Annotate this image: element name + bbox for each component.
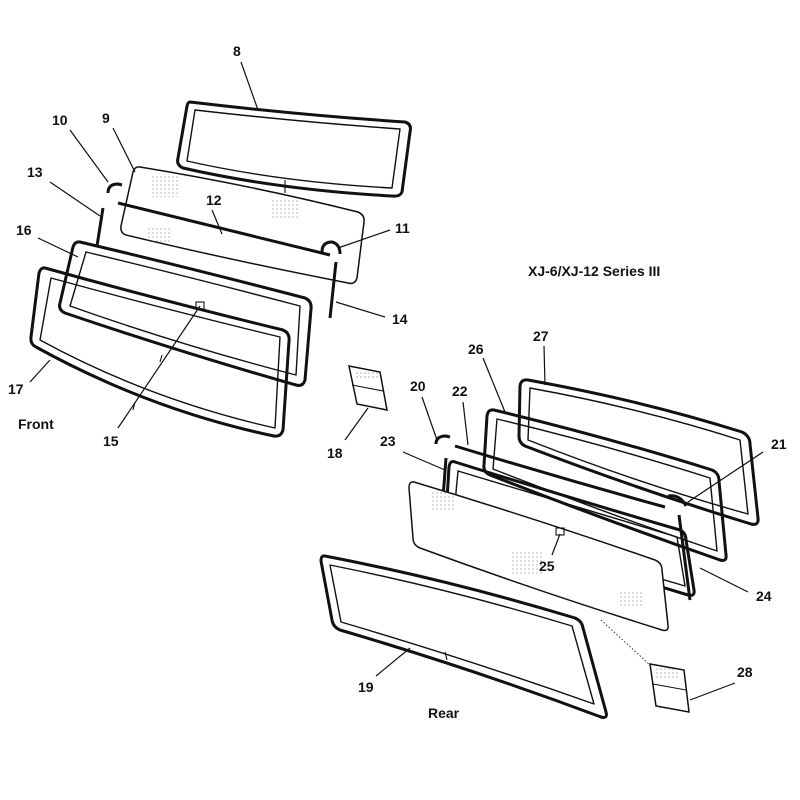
callout-13: 13	[27, 164, 43, 180]
part-11-corner	[320, 240, 342, 255]
callout-24: 24	[756, 588, 772, 604]
callout-21: 21	[771, 436, 787, 452]
part-16-seal	[58, 240, 313, 387]
callout-15: 15	[103, 433, 119, 449]
rear-glass	[408, 481, 669, 632]
part-28-bracket	[649, 663, 690, 713]
callout-16: 16	[16, 222, 32, 238]
callout-23: 23	[380, 433, 396, 449]
part-8-seal	[176, 100, 412, 198]
part-27-seal	[517, 378, 760, 526]
callout-9: 9	[102, 110, 110, 126]
callout-14: 14	[392, 311, 408, 327]
part-15-clip	[195, 301, 205, 310]
part-18-bracket	[348, 365, 388, 411]
callout-17: 17	[8, 381, 24, 397]
leader-lines	[29, 61, 764, 701]
part-9-glass	[120, 166, 365, 285]
callout-11: 11	[395, 220, 410, 236]
callout-10: 10	[52, 112, 68, 128]
part-13-side-strip	[95, 207, 105, 247]
part-12-finisher	[117, 201, 331, 257]
diagram-title: XJ-6/XJ-12 Series III	[528, 263, 660, 279]
part-10-corner	[106, 182, 123, 194]
part-14-side-strip	[328, 261, 338, 319]
callout-25: 25	[539, 558, 555, 574]
callout-19: 19	[358, 679, 374, 695]
callout-20: 20	[410, 378, 426, 394]
callout-28: 28	[737, 664, 753, 680]
callout-12: 12	[206, 192, 222, 208]
part-22-finisher	[454, 444, 666, 509]
arrow-28	[600, 619, 651, 666]
part-21-corner	[667, 494, 688, 507]
part-19-seal	[319, 554, 608, 719]
callout-26: 26	[468, 341, 484, 357]
group-label-rear: Rear	[428, 705, 460, 721]
callout-8: 8	[233, 43, 241, 59]
callout-18: 18	[327, 445, 343, 461]
group-label-front: Front	[18, 416, 54, 432]
callout-22: 22	[452, 383, 468, 399]
callout-27: 27	[533, 328, 549, 344]
part-20-corner	[434, 434, 451, 445]
